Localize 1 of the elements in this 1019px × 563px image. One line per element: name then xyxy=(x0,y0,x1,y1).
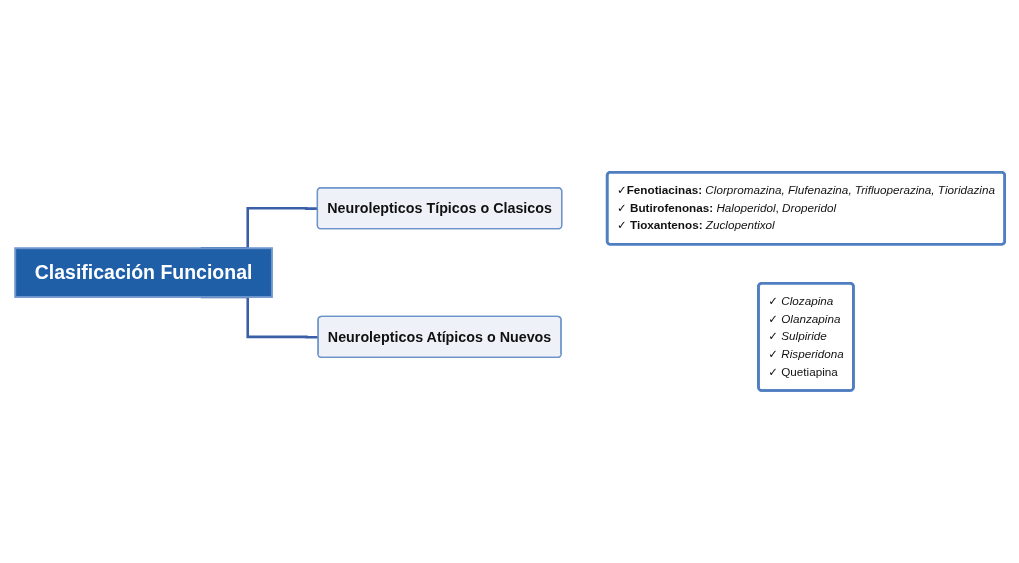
node-box: Clasificación Funcional xyxy=(13,247,273,299)
